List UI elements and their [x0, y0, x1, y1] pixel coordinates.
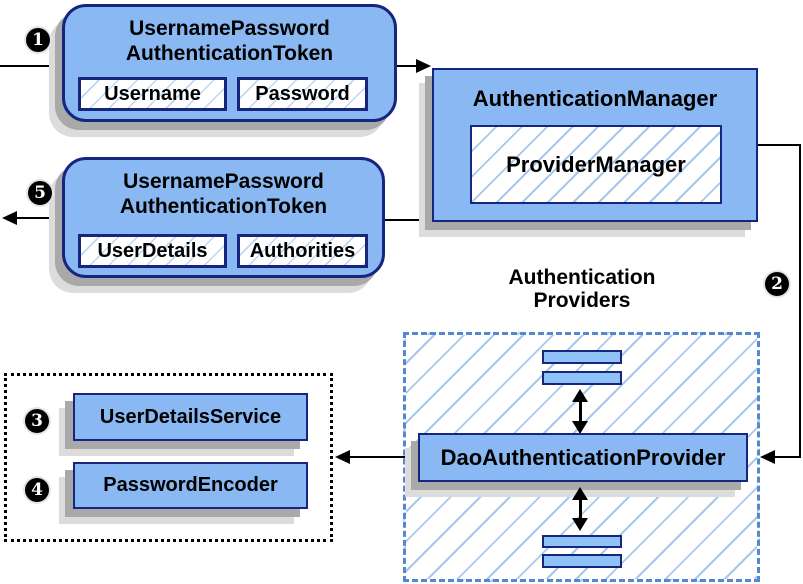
password-encoder-label: PasswordEncoder: [103, 474, 278, 496]
password-encoder-box: PasswordEncoder: [73, 462, 308, 509]
step-4-badge: 4: [25, 478, 49, 502]
authorities-field: Authorities: [237, 234, 368, 268]
double-arrow-shaft: [578, 500, 582, 518]
dao-to-services-line: [348, 456, 418, 458]
authentication-manager-title: AuthenticationManager: [472, 86, 718, 111]
authentication-manager-box: AuthenticationManager ProviderManager: [432, 68, 758, 222]
response-token-box: UsernamePassword AuthenticationToken Use…: [62, 157, 385, 278]
double-arrow-down-head-icon: [572, 518, 588, 531]
manager-to-provider-line-vertical: [799, 144, 801, 458]
provider-manager-label: ProviderManager: [506, 151, 686, 177]
arrowhead-into-dao-provider-icon: [760, 450, 775, 464]
double-arrow-up-head-icon: [572, 487, 588, 500]
step-2-badge: 2: [765, 272, 789, 296]
user-details-service-label: UserDetailsService: [99, 405, 282, 428]
step-5-badge: 5: [28, 181, 52, 205]
manager-to-provider-line-bottom: [775, 456, 801, 458]
request-token-title: UsernamePassword AuthenticationToken: [65, 7, 394, 66]
response-token-title-line2: AuthenticationToken: [119, 195, 328, 218]
provider-stack-bar-bottom-2: [542, 554, 622, 568]
provider-manager-box: ProviderManager: [470, 125, 722, 204]
dao-authentication-provider-box: DaoAuthenticationProvider: [418, 433, 748, 482]
user-details-service-box: UserDetailsService: [73, 393, 308, 441]
double-arrow-shaft: [578, 402, 582, 421]
provider-stack-bar-top-2: [542, 371, 622, 385]
provider-stack-bar-bottom-1: [542, 535, 622, 548]
double-arrow-down-head-icon: [572, 421, 588, 434]
password-field: Password: [237, 77, 368, 111]
authentication-providers-label: Authentication Providers: [482, 266, 682, 312]
request-token-box: UsernamePassword AuthenticationToken Use…: [62, 4, 397, 122]
userdetails-field: UserDetails: [78, 234, 227, 268]
vertical-double-arrow-bottom-icon: [572, 487, 588, 531]
double-arrow-up-head-icon: [572, 389, 588, 402]
authentication-providers-label-line2: Providers: [533, 289, 631, 312]
request-token-title-line2: AuthenticationToken: [125, 42, 334, 65]
arrowhead-response-out-icon: [2, 211, 17, 225]
response-token-title: UsernamePassword AuthenticationToken: [65, 160, 382, 219]
arrowhead-into-services-icon: [335, 450, 350, 464]
step-3-badge: 3: [25, 409, 49, 433]
arrowhead-into-authentication-manager-icon: [416, 59, 431, 73]
username-field: Username: [78, 77, 227, 111]
provider-stack-bar-top-1: [542, 350, 622, 364]
response-out-line: [12, 217, 62, 219]
response-token-title-line1: UsernamePassword: [123, 170, 324, 193]
step-1-badge: 1: [26, 28, 50, 52]
authentication-providers-label-line1: Authentication: [508, 266, 656, 289]
dao-authentication-provider-label: DaoAuthenticationProvider: [440, 444, 726, 470]
manager-to-provider-line-top: [758, 144, 801, 146]
request-token-title-line1: UsernamePassword: [129, 17, 330, 40]
manager-to-token-line: [385, 219, 432, 221]
vertical-double-arrow-top-icon: [572, 389, 588, 434]
